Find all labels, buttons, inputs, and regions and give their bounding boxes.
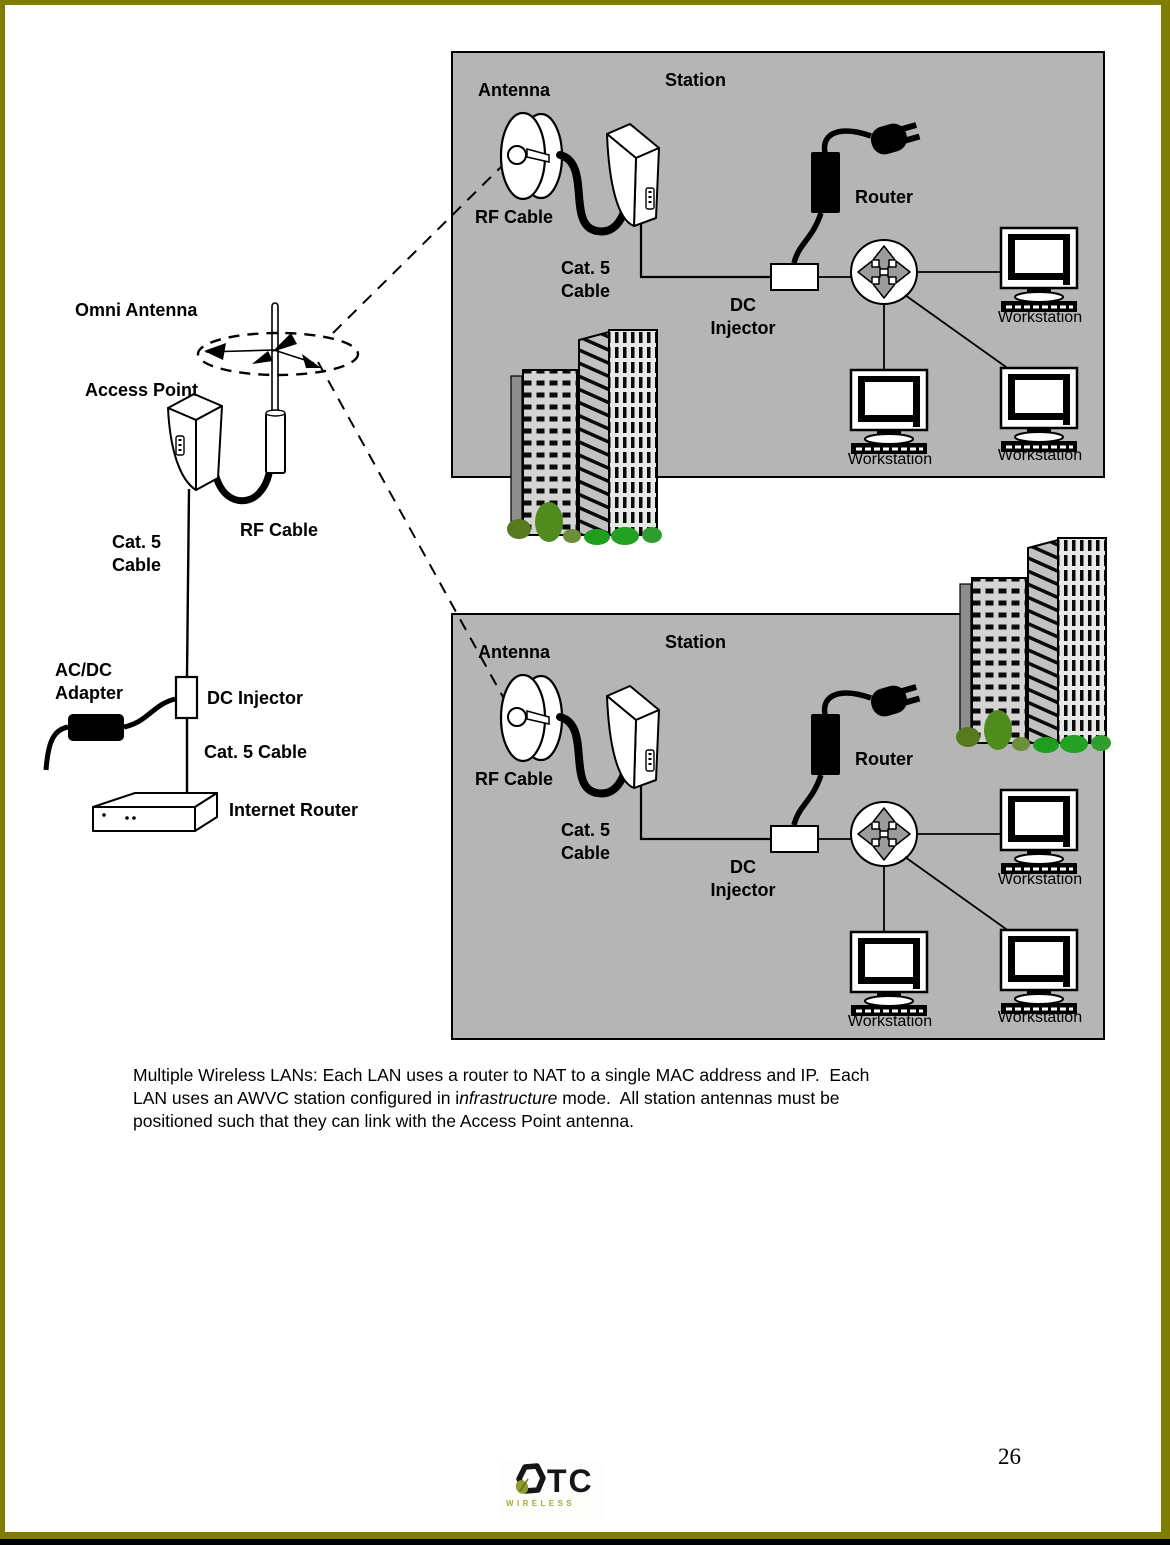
access-point-diagram (43, 302, 360, 832)
label-omni-antenna: Omni Antenna (75, 300, 198, 320)
label-antenna: Antenna (478, 80, 550, 100)
internet-router-icon (92, 792, 218, 832)
label-rf-cable: RF Cable (240, 520, 319, 540)
otc-logo-graphic: TC (515, 1463, 594, 1499)
label-workstation: Workstation (847, 1013, 933, 1030)
label-internet-router: Internet Router (229, 800, 359, 820)
page-number: 26 (998, 1444, 1021, 1469)
label-dc-injector: DC Injector (207, 688, 304, 708)
label-workstation: Workstation (997, 1009, 1083, 1026)
logo-leaf-stem (519, 1478, 529, 1492)
label-antenna: Antenna (478, 642, 550, 662)
omni-antenna-cylinder (265, 409, 286, 474)
label-workstation: Workstation (997, 309, 1083, 326)
label-cat5-cable: Cat. 5 Cable (561, 258, 611, 301)
caption-line-3: positioned such that they can link with … (133, 1111, 635, 1131)
label-access-point: Access Point (85, 380, 199, 400)
page-border-top (0, 0, 1170, 5)
omni-pattern-ellipse (196, 331, 360, 377)
omni-antenna-mast (271, 302, 279, 416)
label-workstation: Workstation (997, 871, 1083, 888)
label-router: Router (855, 749, 913, 769)
otc-wireless-logo: TC WIRELESS (500, 1459, 602, 1521)
figure-caption: Multiple Wireless LANs: Each LAN uses a … (133, 1064, 1043, 1133)
label-cat5-cable: Cat. 5 Cable (112, 532, 162, 575)
label-station: Station (665, 632, 726, 652)
page-edge-line (0, 1539, 1170, 1545)
label-dc-injector: DC Injector (710, 857, 776, 900)
page-border-bottom (0, 1532, 1170, 1539)
acdc-adapter-icon (43, 696, 176, 771)
wireless-link-lines (317, 161, 509, 707)
label-workstation: Workstation (997, 447, 1083, 464)
label-acdc-adapter: AC/DC Adapter (55, 660, 124, 703)
label-cat5-cable: Cat. 5 Cable (561, 820, 611, 863)
page-border-left (0, 0, 5, 1545)
ap-rf-cable-line (210, 448, 275, 505)
page-border-right (1161, 0, 1170, 1545)
caption-italic-word: nfrastructure (459, 1088, 558, 1108)
caption-line-2: LAN uses an AWVC station configured in i… (133, 1088, 840, 1108)
label-rf-cable: RF Cable (475, 769, 554, 789)
logo-tc-letters: TC (547, 1463, 594, 1499)
label-station: Station (665, 70, 726, 90)
logo-subtitle: WIRELESS (506, 1499, 575, 1508)
label-router: Router (855, 187, 913, 207)
caption-line-1: Multiple Wireless LANs: Each LAN uses a … (133, 1065, 870, 1085)
label-dc-injector: DC Injector (710, 295, 776, 338)
ap-cat5-line-upper (185, 488, 191, 678)
logo-o-hexagon (516, 1463, 546, 1494)
access-point-icon (167, 393, 223, 491)
label-rf-cable: RF Cable (475, 207, 554, 227)
label-workstation: Workstation (847, 451, 933, 468)
label-cat5-cable-2: Cat. 5 Cable (204, 742, 308, 762)
dc-injector-icon (174, 675, 199, 720)
omni-pattern-arrows (204, 333, 321, 368)
